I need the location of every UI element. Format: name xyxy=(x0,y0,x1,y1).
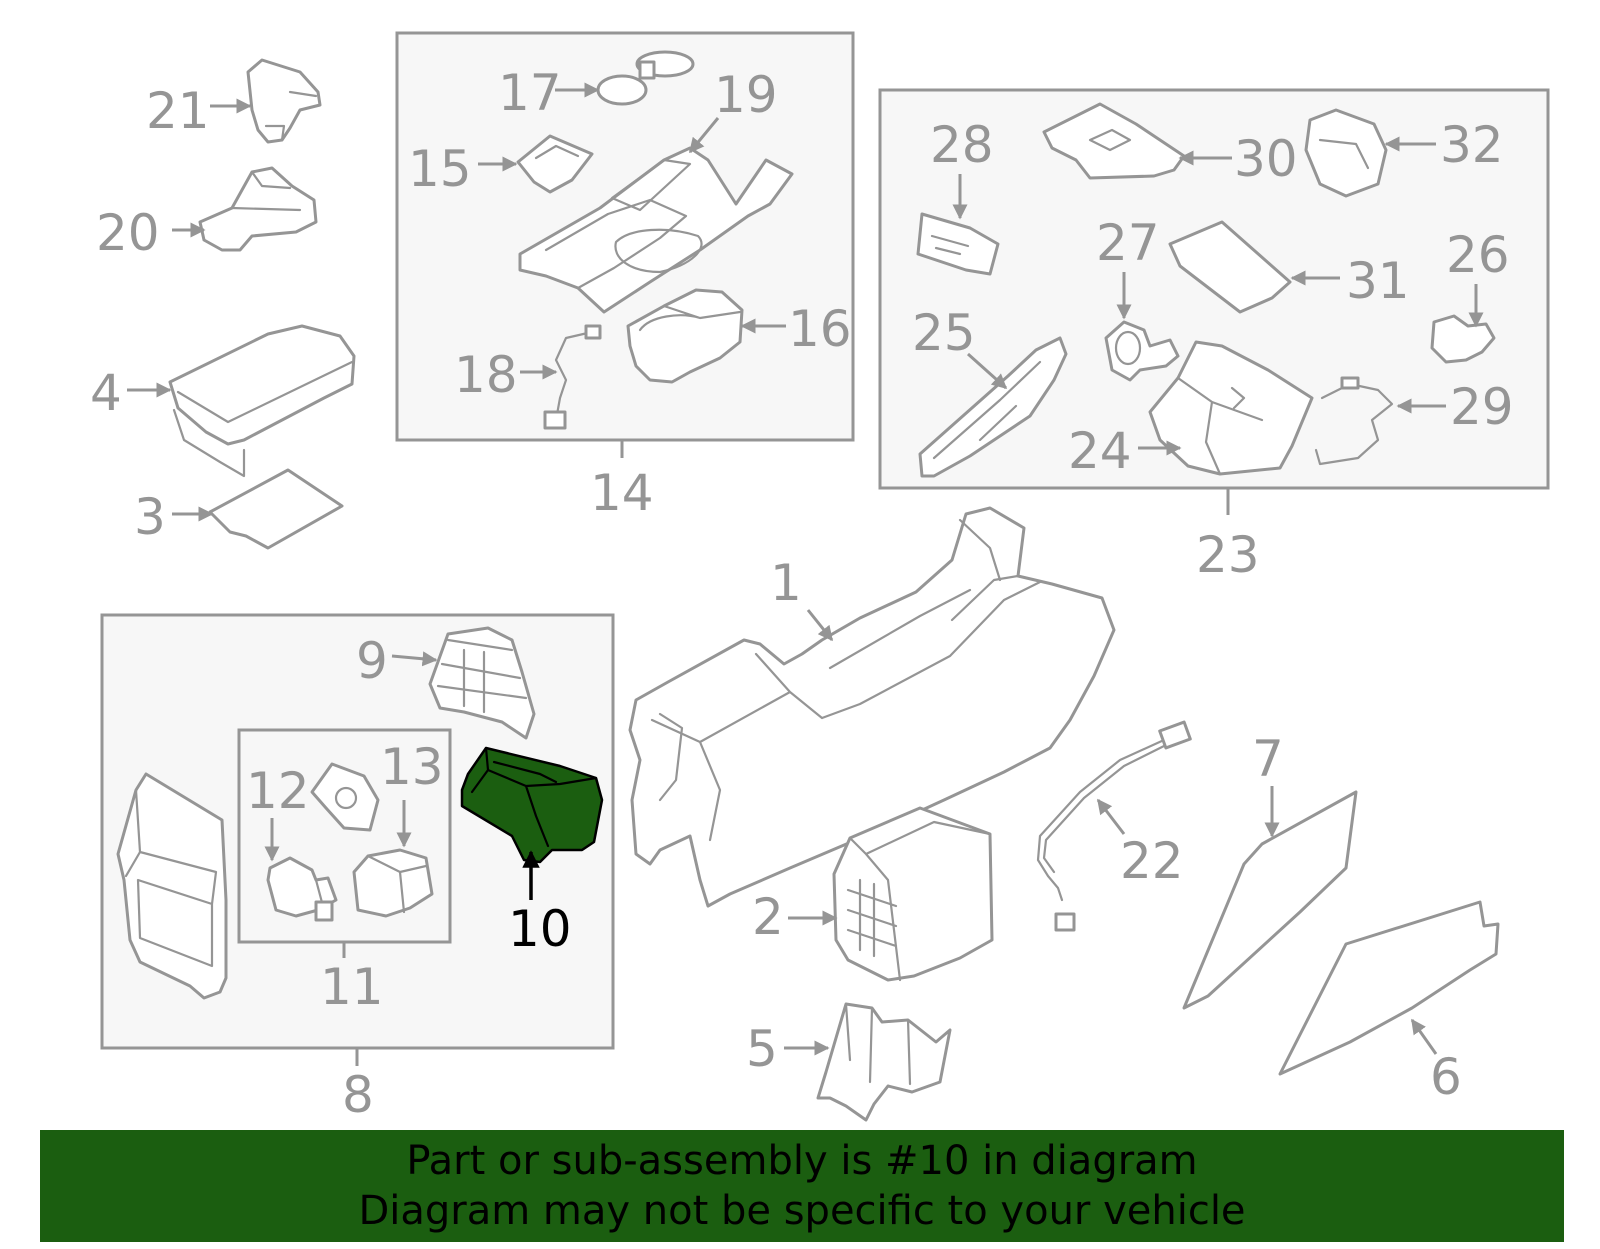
callout-23: 23 xyxy=(1196,526,1260,584)
callout-8: 8 xyxy=(342,1066,374,1124)
part-29-bracket[interactable] xyxy=(1314,376,1394,466)
part-10-highlighted[interactable] xyxy=(460,746,604,864)
part-25-side-trim[interactable] xyxy=(918,336,1068,478)
callout-4: 4 xyxy=(90,364,122,422)
part-15-switch[interactable] xyxy=(516,134,594,194)
part-13-module[interactable] xyxy=(352,848,434,918)
callout-14: 14 xyxy=(590,464,654,522)
callout-19: 19 xyxy=(714,66,778,124)
callout-16: 16 xyxy=(788,300,852,358)
part-21-shift-knob[interactable] xyxy=(246,58,322,144)
callout-29: 29 xyxy=(1450,378,1514,436)
callout-11: 11 xyxy=(320,958,384,1016)
part-20-shift-boot[interactable] xyxy=(198,166,318,252)
part-28-switch[interactable] xyxy=(916,212,1000,276)
callout-9: 9 xyxy=(356,632,388,690)
part-1-center-console[interactable] xyxy=(628,506,1116,908)
part-12-socket[interactable] xyxy=(266,856,338,922)
callout-30: 30 xyxy=(1234,130,1298,188)
callout-26: 26 xyxy=(1446,226,1510,284)
part-31-pad[interactable] xyxy=(1168,220,1292,314)
part-26-socket[interactable] xyxy=(1430,314,1496,364)
callout-13: 13 xyxy=(380,738,444,796)
part-30-trim-panel[interactable] xyxy=(1042,102,1186,180)
callout-20: 20 xyxy=(96,204,160,262)
part-17-ring[interactable] xyxy=(596,50,695,106)
callout-32: 32 xyxy=(1440,116,1504,174)
callout-21: 21 xyxy=(146,82,210,140)
part-27-socket[interactable] xyxy=(1104,320,1180,382)
callout-22: 22 xyxy=(1120,832,1184,890)
part-32-control-unit[interactable] xyxy=(1304,108,1388,198)
callout-18: 18 xyxy=(454,346,518,404)
part-9-vent[interactable] xyxy=(428,626,536,740)
callout-27: 27 xyxy=(1096,214,1160,272)
part-2-storage-box[interactable] xyxy=(832,806,994,982)
callout-3: 3 xyxy=(134,488,166,546)
part-18-wire-harness[interactable] xyxy=(543,324,602,430)
callout-17: 17 xyxy=(498,64,562,122)
part-7-side-panel[interactable] xyxy=(1182,790,1358,1010)
part-5-bracket[interactable] xyxy=(816,1002,952,1122)
banner-line-2: Diagram may not be specific to your vehi… xyxy=(358,1188,1246,1234)
part-16-cup-holder[interactable] xyxy=(626,288,744,384)
callout-25: 25 xyxy=(912,304,976,362)
callout-2: 2 xyxy=(752,888,784,946)
callout-6: 6 xyxy=(1430,1048,1462,1106)
leader-lines xyxy=(127,82,1484,1056)
callout-10-highlighted: 10 xyxy=(508,900,572,958)
part-13-module-bracket[interactable] xyxy=(310,762,380,832)
callout-15: 15 xyxy=(408,140,472,198)
callout-12: 12 xyxy=(246,762,310,820)
part-rear-panel[interactable] xyxy=(116,772,228,1000)
info-banner: Part or sub-assembly is #10 in diagram D… xyxy=(40,1130,1564,1242)
callout-24: 24 xyxy=(1068,422,1132,480)
banner-line-1: Part or sub-assembly is #10 in diagram xyxy=(406,1138,1198,1184)
callout-28: 28 xyxy=(930,116,994,174)
part-4-armrest-lid[interactable] xyxy=(168,324,356,478)
callout-7: 7 xyxy=(1252,730,1284,788)
part-22-wire-harness[interactable] xyxy=(1036,720,1192,932)
part-3-pad[interactable] xyxy=(208,468,344,550)
callout-31: 31 xyxy=(1346,252,1410,310)
part-6-side-panel[interactable] xyxy=(1278,900,1500,1076)
part-19-console-trim[interactable] xyxy=(518,146,794,314)
callout-1: 1 xyxy=(770,554,802,612)
callout-5: 5 xyxy=(746,1020,778,1078)
part-24-bin[interactable] xyxy=(1148,340,1314,476)
